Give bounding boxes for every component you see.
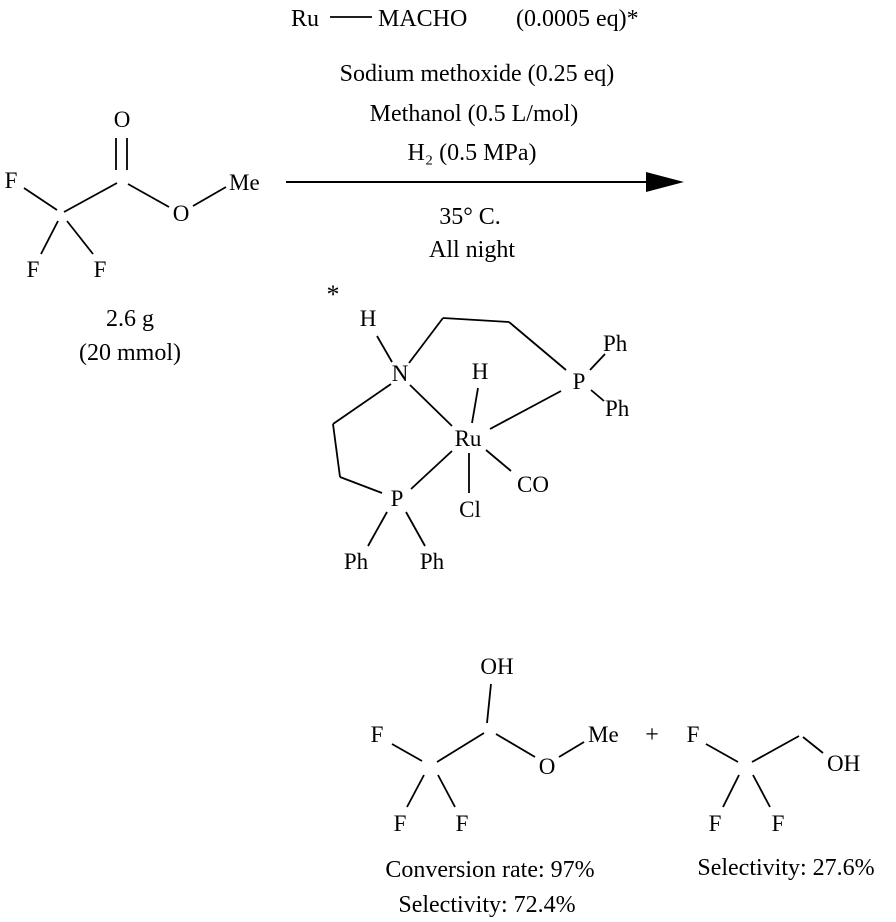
bond-p-ph: [589, 353, 606, 371]
atom-phosphorus: P: [573, 369, 586, 394]
bond-cf: [406, 774, 425, 808]
footnote-asterisk: *: [327, 280, 340, 309]
bond-ch2-ch2: [332, 423, 341, 478]
atom-phenyl: Ph: [420, 549, 445, 574]
atom-hydroxyl: OH: [827, 751, 860, 776]
atom-ester-oxygen: O: [539, 754, 556, 779]
condition-time: All night: [429, 237, 515, 263]
bond-c-c: [436, 732, 485, 763]
atom-phosphorus: P: [391, 486, 404, 511]
bond-c-o: [127, 183, 170, 208]
substrate-structure: O F F F O Me 2.6 g (20 mmol): [5, 107, 260, 366]
atom-phenyl: Ph: [344, 549, 369, 574]
catalyst-loading-label: (0.0005 eq)*: [516, 6, 639, 32]
bond-ru-h: [471, 387, 479, 424]
catalyst-metal-label: Ru: [291, 6, 319, 32]
bond-ch2-ch2: [442, 317, 510, 323]
atom-fluorine: F: [94, 257, 107, 282]
atom-nitrogen: N: [392, 361, 409, 386]
atom-carbonyl-oxygen: O: [114, 107, 131, 132]
bond-ru-co: [485, 449, 512, 472]
bond-nh: [376, 335, 393, 363]
atom-fluorine: F: [687, 722, 700, 747]
bond-cf: [722, 774, 740, 808]
bond-o-me: [558, 741, 585, 758]
atom-fluorine: F: [5, 168, 18, 193]
plus-sign: +: [645, 722, 659, 748]
reaction-conditions: Ru MACHO (0.0005 eq)* Sodium methoxide (…: [286, 6, 684, 263]
bond-cf: [66, 220, 94, 255]
bond-p-ru: [410, 450, 453, 490]
bond-cf: [705, 743, 739, 763]
bond-c-oh: [802, 736, 824, 754]
atom-ruthenium: Ru: [455, 426, 482, 451]
bond-ch2-p: [508, 321, 567, 371]
atom-hydride: H: [472, 359, 489, 384]
atom-fluorine: F: [27, 257, 40, 282]
atom-fluorine: F: [709, 811, 722, 836]
atom-carbonyl-ligand: CO: [517, 472, 549, 497]
bond-c-c: [63, 182, 118, 213]
bond-p-ph: [405, 511, 426, 547]
atom-methyl: Me: [229, 170, 260, 195]
catalyst-name-label: MACHO: [378, 6, 467, 32]
catalyst-structure: * H N P Ph Ph H Ru CO: [327, 280, 630, 574]
bond-p-ph: [367, 511, 388, 547]
condition-hydrogen: H₂ (0.5 MPa): [407, 140, 536, 166]
atom-phenyl: Ph: [603, 331, 628, 356]
selectivity-major-label: Selectivity: 72.4%: [398, 892, 575, 918]
bond-cf: [40, 220, 59, 255]
atom-fluorine: F: [394, 811, 407, 836]
bond-ch2-p: [339, 476, 383, 494]
bond-cf: [391, 743, 423, 762]
bond-n-ch2: [408, 317, 444, 364]
atom-fluorine: F: [456, 811, 469, 836]
bond-n-ru: [409, 384, 453, 427]
condition-base: Sodium methoxide (0.25 eq): [340, 61, 615, 87]
bond-cf: [23, 187, 58, 211]
bond-n-ch2: [332, 383, 392, 425]
atom-chloride: Cl: [459, 497, 481, 522]
product-minor-structure: F F F OH Selectivity: 27.6%: [687, 722, 875, 881]
conversion-rate-label: Conversion rate: 97%: [385, 857, 594, 883]
condition-temperature: 35° C.: [439, 204, 501, 230]
selectivity-minor-label: Selectivity: 27.6%: [697, 855, 874, 881]
reaction-arrow-head: [646, 172, 684, 192]
bond-c-c: [751, 735, 800, 763]
substrate-amount: (20 mmol): [79, 340, 181, 366]
bond-c-oh: [486, 683, 492, 724]
condition-solvent: Methanol (0.5 L/mol): [370, 101, 579, 127]
atom-ester-oxygen: O: [173, 201, 190, 226]
bond-cf: [752, 774, 771, 808]
atom-methyl: Me: [588, 722, 619, 747]
atom-fluorine: F: [772, 811, 785, 836]
atom-amine-hydrogen: H: [360, 306, 377, 331]
bond-p-ph: [590, 389, 605, 402]
bond-cf: [437, 774, 456, 808]
product-major-structure: OH F F F O Me Conversion rate: 97% Selec…: [371, 654, 619, 918]
bond-c-o: [495, 733, 536, 758]
atom-hydroxyl: OH: [480, 654, 513, 679]
atom-fluorine: F: [371, 722, 384, 747]
atom-phenyl: Ph: [605, 396, 630, 421]
substrate-mass: 2.6 g: [106, 306, 154, 332]
bond-ru-p: [489, 390, 562, 430]
bond-o-me: [192, 186, 227, 207]
